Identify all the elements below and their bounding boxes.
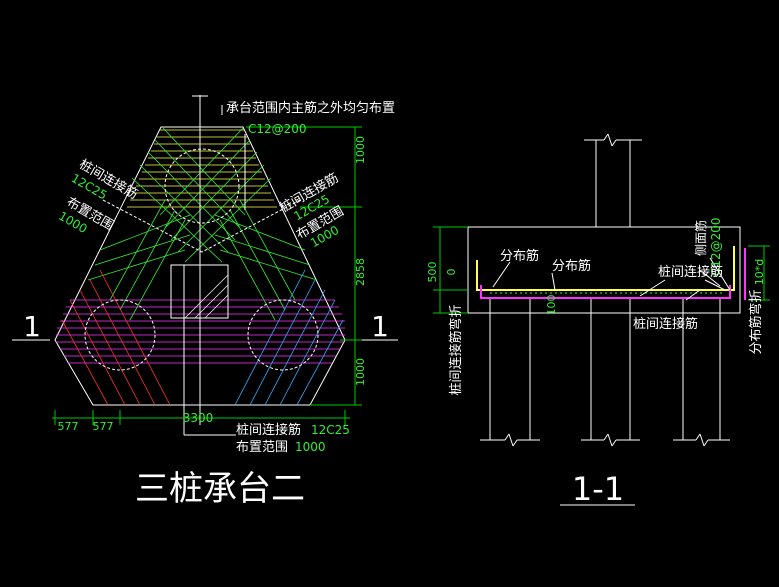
bottom-range-label: 布置范围 (236, 440, 288, 455)
section-column (584, 133, 642, 227)
left-red-hatch (61, 269, 171, 406)
dim-middle: 2858 (354, 258, 367, 286)
right-dimension-chain (246, 126, 362, 406)
section-side-bar: 侧面筋 (693, 220, 708, 256)
section-leaders (492, 257, 731, 301)
section-mark-right: 1 (371, 310, 389, 343)
dim-left-2: 577 (93, 420, 114, 433)
section-dim-0: 0 (445, 269, 458, 276)
section-dist-bar-2: 分布筋 (552, 258, 591, 274)
section-dim-100: 100 (545, 295, 558, 316)
bottom-label: 桩间连接筋 (236, 422, 301, 438)
dim-bottom: 1000 (354, 358, 367, 386)
top-rebar: C12@200 (248, 122, 307, 136)
dim-width: 3300 (183, 411, 214, 425)
bottom-range-value: 1000 (295, 440, 326, 454)
section-piles (480, 298, 730, 447)
section-right-vertical: 分布筋弯折 (748, 289, 764, 354)
bottom-rebar: 12C25 (311, 423, 350, 437)
pile-top (164, 148, 240, 224)
section-dist-bar-1: 分布筋 (500, 248, 539, 264)
section-cap (467, 226, 741, 314)
plan-title: 三桩承台二 (135, 469, 305, 509)
section-view: 500 0 100 10*d 分布筋 分布筋 侧面筋 C12@200 桩间连接筋… (426, 133, 770, 508)
right-cyan-hatch (234, 269, 344, 406)
section-pile-bar: 桩间连接筋 (658, 264, 723, 280)
section-dimensions (433, 226, 770, 314)
section-yellow-bar (476, 246, 735, 291)
section-dim-500: 500 (426, 262, 439, 283)
section-pile-bar-2: 桩间连接筋 (633, 316, 698, 332)
rebar-center-lines (102, 199, 301, 253)
pile-right (247, 299, 319, 371)
section-mark-left: 1 (23, 310, 41, 343)
top-note: 承台范围内主筋之外均匀布置 (226, 100, 395, 116)
axis-lines (12, 95, 398, 435)
pile-left (84, 299, 156, 371)
section-dim-10d: 10*d (753, 259, 766, 285)
section-magenta-bar (480, 285, 731, 299)
dim-top: 1000 (354, 136, 367, 164)
dim-left-1: 577 (58, 420, 79, 433)
section-title: 1-1 (572, 470, 624, 508)
section-left-vertical: 桩间连接筋弯折 (448, 304, 464, 395)
bottom-dimension-chain (52, 410, 350, 425)
green-diagonal-hatch (87, 127, 318, 321)
section-side-rebar: C12@200 (709, 217, 723, 276)
